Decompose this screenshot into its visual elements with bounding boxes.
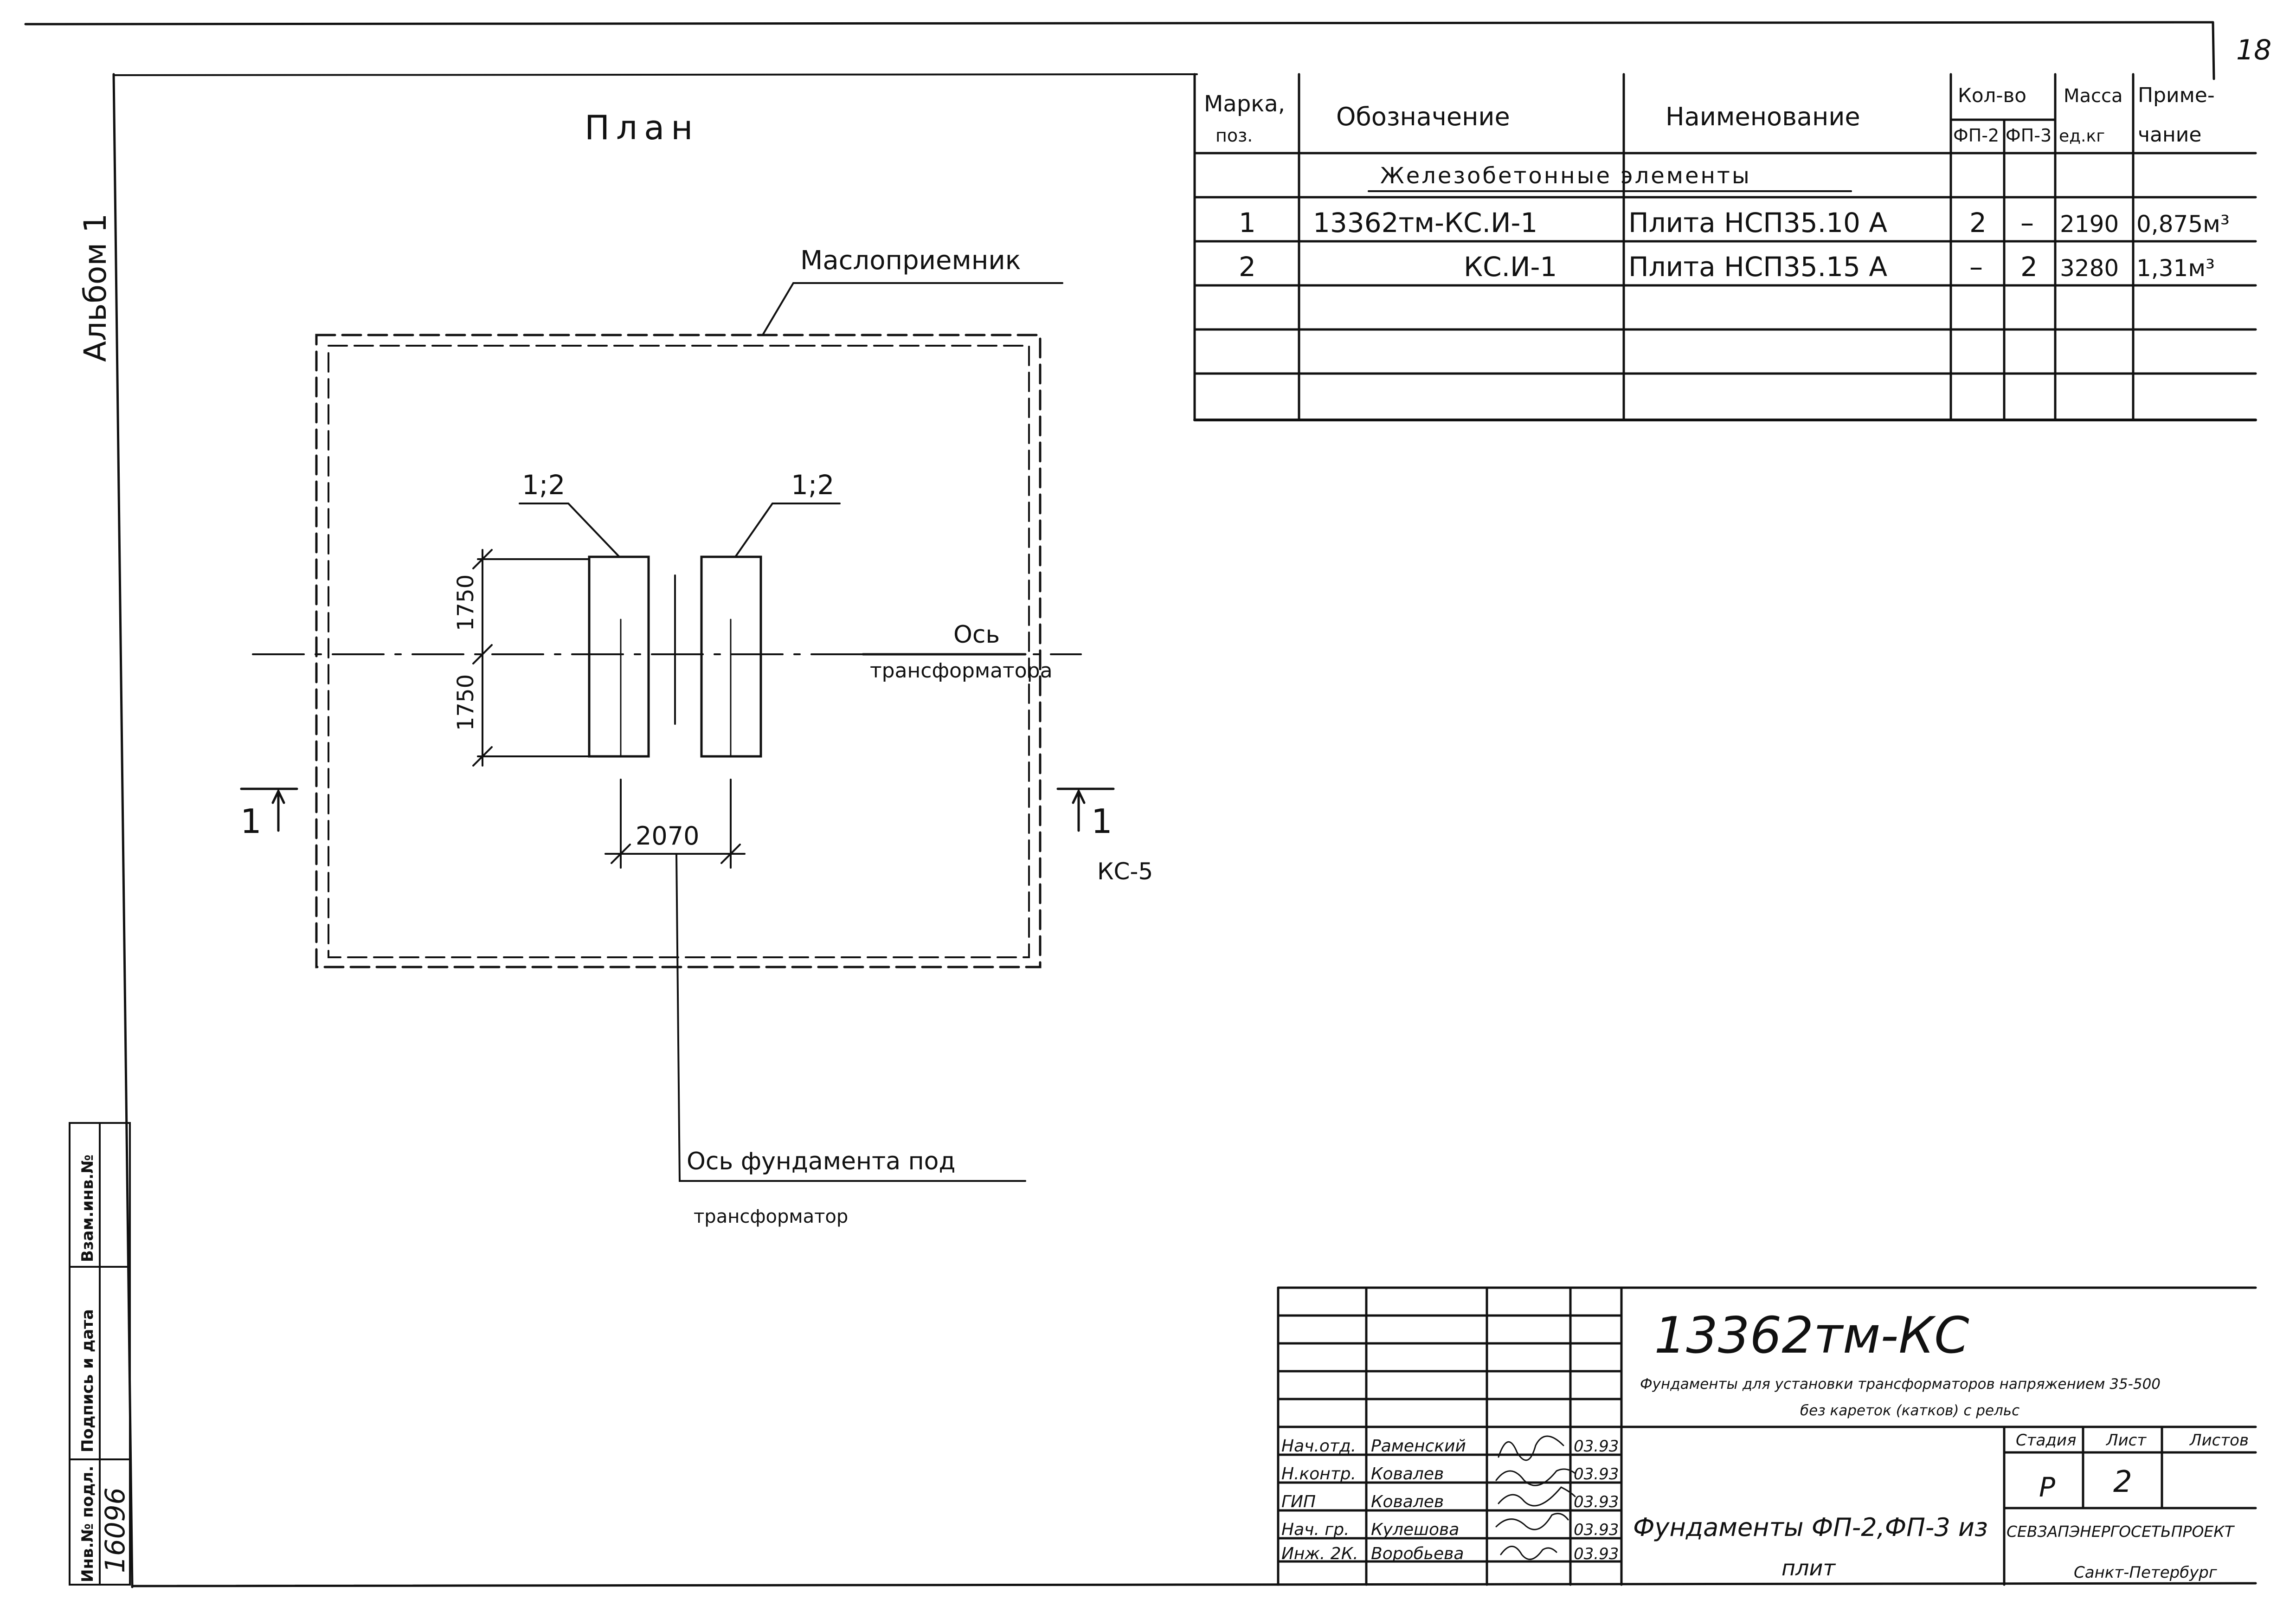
row2-designation: КС.И-1 <box>1464 251 1557 283</box>
row1-fp3: – <box>2020 207 2034 239</box>
section-title: Железобетонные элементы <box>1380 163 1751 189</box>
oil-receiver-leader <box>762 282 1063 335</box>
tb-stage-label: Стадия <box>2016 1431 2076 1450</box>
hdr-qty: Кол-во <box>1958 84 2026 107</box>
row1-fp2: 2 <box>1969 207 1987 239</box>
tb-sheet-title-2: плит <box>1781 1555 1836 1580</box>
dim-upper-label: 1750 <box>453 574 479 631</box>
ref-sheet-label: КС-5 <box>1097 858 1153 885</box>
hdr-mark-1: Марка, <box>1204 91 1285 117</box>
signer-date: 03.93 <box>1574 1493 1619 1511</box>
hdr-designation: Обозначение <box>1336 102 1510 131</box>
hdr-note-2: чание <box>2138 123 2201 147</box>
side-stamp-inv-orig: Инв.№ подл. <box>78 1466 97 1582</box>
tb-code: 13362тм-КС <box>1654 1307 1969 1365</box>
tb-sheets-label: Листов <box>2189 1431 2249 1450</box>
slab-left <box>588 555 650 758</box>
side-stamp-replaced-inv: Взам.инв.№ <box>78 1155 97 1262</box>
tb-sheet-title-1: Фундаменты ФП-2,ФП-3 из <box>1633 1513 1988 1542</box>
tb-org: СЕВЗАПЭНЕРГОСЕТЬПРОЕКТ <box>2007 1522 2235 1541</box>
title-block-grid <box>1277 1286 2257 1586</box>
axis-foundation-label-2: трансформатор <box>694 1206 848 1227</box>
side-stamp-inv-number: 16096 <box>99 1487 131 1573</box>
horizontal-dimension <box>605 779 746 869</box>
row1-name: Плита НСП35.10 А <box>1628 207 1887 239</box>
section-right-number: 1 <box>1091 802 1113 841</box>
plan-title: План <box>585 108 699 147</box>
hdr-mass-2: ед.кг <box>2059 127 2105 146</box>
signer-name: Ковалев <box>1371 1464 1444 1483</box>
row2-mass: 3280 <box>2060 255 2119 282</box>
hdr-mark-2: поз. <box>1216 125 1253 146</box>
tb-sheet-label: Лист <box>2105 1431 2147 1450</box>
oil-receiver-inner <box>328 345 1030 958</box>
signer-role: Н.контр. <box>1281 1464 1356 1483</box>
side-stamp-sign-date: Подпись и дата <box>78 1309 97 1452</box>
mark-left-leader <box>519 503 620 558</box>
hdr-qty-fp2: ФП-2 <box>1953 125 1999 146</box>
tb-sheet: 2 <box>2113 1465 2132 1499</box>
hdr-mass-1: Масса <box>2064 85 2123 107</box>
row1-designation: 13362тм-КС.И-1 <box>1313 207 1537 239</box>
signer-role: Нач.отд. <box>1281 1437 1356 1456</box>
row1-mark: 1 <box>1239 207 1256 239</box>
row1-mass: 2190 <box>2060 211 2119 238</box>
signer-role: ГИП <box>1281 1492 1316 1511</box>
dim-width-label: 2070 <box>636 821 699 851</box>
row2-mark: 2 <box>1239 251 1256 283</box>
frame-right-tick <box>2212 21 2215 80</box>
spec-table-grid <box>1193 73 2257 421</box>
hdr-note-1: Приме- <box>2138 84 2215 107</box>
album-label: Альбом 1 <box>77 213 113 362</box>
hdr-qty-fp3: ФП-3 <box>2006 125 2052 146</box>
mark-right-leader <box>734 503 841 558</box>
signer-role: Нач. гр. <box>1281 1520 1350 1539</box>
mark-right-label: 1;2 <box>791 469 834 501</box>
signer-date: 03.93 <box>1574 1437 1619 1456</box>
signer-name: Ковалев <box>1371 1492 1444 1511</box>
vertical-dimension <box>472 549 590 767</box>
oil-receiver-outer <box>315 334 1042 968</box>
signer-date: 03.93 <box>1574 1521 1619 1539</box>
signature-scribbles <box>1495 1435 1576 1560</box>
axis-foundation-label-1: Ось фундамента под <box>687 1148 955 1175</box>
signer-date: 03.93 <box>1574 1465 1619 1483</box>
foundation-axis-leader <box>675 853 1026 1182</box>
frame-bottom-border <box>131 1582 2257 1587</box>
tb-subtitle-2: без кареток (катков) с рельс <box>1800 1402 2019 1419</box>
frame-top-line <box>24 21 2214 26</box>
row2-fp3: 2 <box>2020 251 2038 283</box>
signer-name: Раменский <box>1371 1437 1466 1456</box>
section-mark-left <box>240 787 298 832</box>
axis-transformer-label-1: Ось <box>953 621 1000 649</box>
signer-name: Воробьева <box>1371 1544 1464 1563</box>
oil-receiver-label: Маслоприемник <box>800 245 1021 276</box>
row1-note: 0,875м³ <box>2136 211 2230 238</box>
hdr-name: Наименование <box>1666 102 1860 131</box>
dim-lower-label: 1750 <box>453 674 479 731</box>
page-number: 18 <box>2236 34 2271 66</box>
tb-subtitle-1: Фундаменты для установки трансформаторов… <box>1640 1376 2161 1393</box>
section-left-number: 1 <box>240 802 262 841</box>
row2-name: Плита НСП35.15 А <box>1628 251 1887 283</box>
mark-left-label: 1;2 <box>522 469 565 501</box>
tb-stage: Р <box>2039 1471 2055 1503</box>
section-mark-right <box>1056 787 1115 832</box>
axis-transformer-label-2: трансформатора <box>870 659 1053 683</box>
row2-note: 1,31м³ <box>2136 255 2215 282</box>
signer-name: Кулешова <box>1371 1520 1459 1539</box>
signer-date: 03.93 <box>1574 1545 1619 1563</box>
frame-inner-top <box>113 73 1198 76</box>
tb-city: Санкт-Петербург <box>2074 1563 2218 1582</box>
signer-role: Инж. 2К. <box>1281 1544 1358 1563</box>
row2-fp2: – <box>1969 251 1983 283</box>
